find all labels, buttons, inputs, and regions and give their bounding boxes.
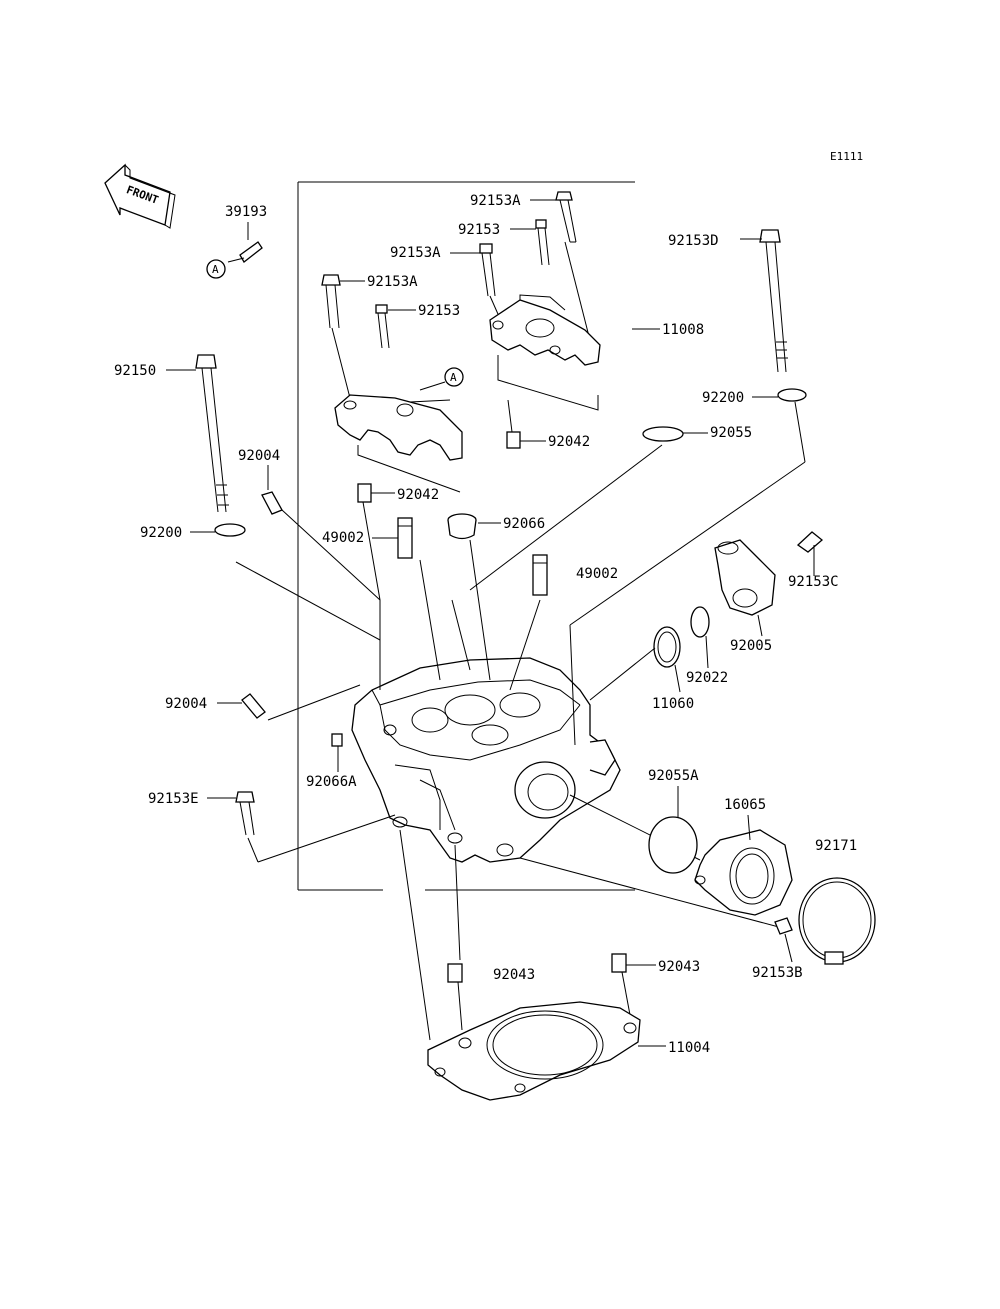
label-92042-2: 92042 — [397, 487, 439, 503]
dowel-92043-right — [611, 953, 627, 973]
label-11060: 11060 — [652, 696, 694, 712]
clamp-92171 — [798, 877, 876, 965]
valve-guide-49002-left — [397, 517, 413, 559]
label-92055: 92055 — [710, 425, 752, 441]
label-92042-1: 92042 — [548, 434, 590, 450]
label-92153e: 92153E — [148, 791, 199, 807]
label-49002-1: 49002 — [322, 530, 364, 546]
label-92153b: 92153B — [752, 965, 803, 981]
marker-a-1: A — [212, 263, 219, 276]
valve-guide-49002-right — [532, 554, 548, 596]
bolt-39193: A — [206, 222, 263, 279]
label-16065: 16065 — [724, 797, 766, 813]
label-92153d: 92153D — [668, 233, 719, 249]
bolt-92153c — [796, 531, 824, 553]
dowel-92042-left — [357, 483, 372, 503]
label-92004-2: 92004 — [165, 696, 207, 712]
label-92171: 92171 — [815, 838, 857, 854]
label-92153-1: 92153 — [458, 222, 500, 238]
reference-code: E1111 — [830, 150, 863, 163]
head-gasket-11004 — [427, 1001, 641, 1101]
bolt-92153d — [759, 229, 788, 373]
cylinder-head — [351, 657, 621, 863]
label-92200-2: 92200 — [140, 525, 182, 541]
label-92153a-3: 92153A — [367, 274, 418, 290]
label-92043-1: 92043 — [493, 967, 535, 983]
intake-holder-16065 — [694, 829, 793, 916]
bolt-92153b — [774, 917, 793, 935]
label-92066a: 92066A — [306, 774, 357, 790]
label-92153a-1: 92153A — [470, 193, 521, 209]
bolt-92153a-left — [321, 274, 351, 399]
o-ring-92022 — [690, 606, 710, 638]
label-92153a-2: 92153A — [390, 245, 441, 261]
washer-92200-left — [214, 523, 246, 537]
o-ring-92055a — [648, 816, 698, 874]
camshaft-cap-lower — [334, 394, 463, 493]
camshaft-cap-upper — [489, 294, 601, 411]
frame-lines — [297, 181, 635, 891]
dowel-92042-upper — [506, 431, 521, 449]
stud-92004-lower — [241, 693, 266, 719]
stud-92004-upper — [261, 491, 283, 515]
water-fitting-92005 — [714, 539, 776, 616]
label-11004: 11004 — [668, 1040, 710, 1056]
marker-a-2: A — [450, 371, 457, 384]
label-92022: 92022 — [686, 670, 728, 686]
label-92150: 92150 — [114, 363, 156, 379]
washer-92200-right — [777, 388, 807, 402]
plug-92066 — [447, 513, 477, 540]
dowel-92043-left — [447, 963, 463, 983]
label-11008: 11008 — [662, 322, 704, 338]
label-92153-2: 92153 — [418, 303, 460, 319]
label-92005: 92005 — [730, 638, 772, 654]
label-92066: 92066 — [503, 516, 545, 532]
label-92153c: 92153C — [788, 574, 839, 590]
gasket-11060 — [653, 626, 681, 668]
label-39193: 39193 — [225, 204, 267, 220]
front-arrow-icon: FRONT — [104, 163, 176, 229]
bolt-92150 — [195, 354, 229, 513]
o-ring-92055 — [642, 426, 684, 442]
bolt-92153-upper — [535, 219, 550, 266]
label-92043-2: 92043 — [658, 959, 700, 975]
bolt-92153e — [235, 791, 255, 836]
label-92200-1: 92200 — [702, 390, 744, 406]
bolt-92153-left — [375, 304, 390, 349]
label-92055a: 92055A — [648, 768, 699, 784]
plug-92066a — [331, 733, 343, 747]
label-92004-1: 92004 — [238, 448, 280, 464]
label-49002-2: 49002 — [576, 566, 618, 582]
